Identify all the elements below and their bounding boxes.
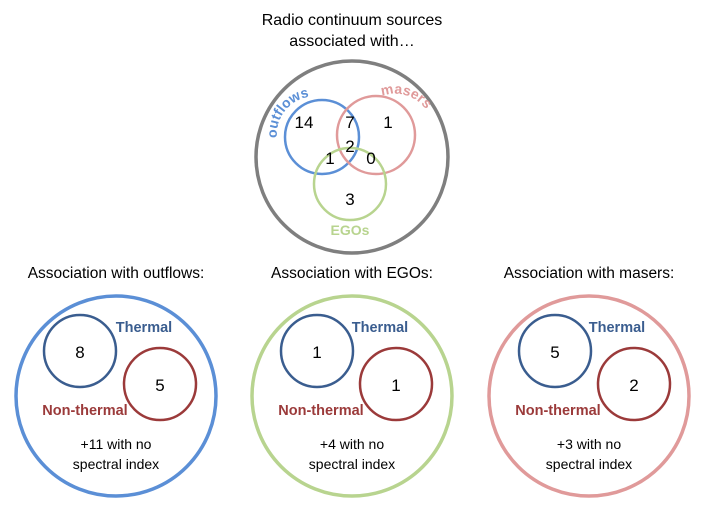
count-masers-egos: 0 bbox=[366, 149, 375, 168]
outflows-circle bbox=[283, 98, 361, 176]
non-thermal-count: 2 bbox=[629, 376, 638, 395]
no-spectral-index-note-line1: +3 with no bbox=[557, 436, 621, 452]
count-outflows-masers: 7 bbox=[345, 113, 354, 132]
egos-label: EGOs bbox=[331, 222, 370, 238]
panel-egos: Association with EGOs: 1 1 Thermal Non-t… bbox=[250, 265, 454, 498]
no-spectral-index-note-line2: spectral index bbox=[73, 456, 159, 472]
thermal-label: Thermal bbox=[116, 320, 172, 336]
no-spectral-index-note-line1: +11 with no bbox=[81, 436, 152, 452]
no-spectral-index-note-line1: +4 with no bbox=[320, 436, 384, 452]
panel-outer-circle bbox=[250, 294, 454, 498]
count-egos-only: 3 bbox=[345, 190, 354, 209]
no-spectral-index-note-line2: spectral index bbox=[309, 456, 395, 472]
thermal-label: Thermal bbox=[352, 320, 408, 336]
non-thermal-count: 1 bbox=[391, 376, 400, 395]
panel-outflows: Association with outflows: 8 5 Thermal N… bbox=[14, 265, 218, 498]
non-thermal-label: Non-thermal bbox=[278, 403, 363, 419]
count-outflows-egos: 1 bbox=[325, 149, 334, 168]
non-thermal-count: 5 bbox=[155, 376, 164, 395]
thermal-circle bbox=[279, 313, 355, 389]
no-spectral-index-note-line2: spectral index bbox=[546, 456, 632, 472]
panel-outer-circle bbox=[487, 294, 691, 498]
non-thermal-label: Non-thermal bbox=[515, 403, 600, 419]
non-thermal-label: Non-thermal bbox=[42, 403, 127, 419]
non-thermal-circle bbox=[122, 346, 198, 422]
non-thermal-circle bbox=[596, 346, 672, 422]
venn-outer-circle bbox=[254, 59, 450, 255]
thermal-count: 5 bbox=[550, 343, 559, 362]
thermal-count: 1 bbox=[312, 343, 321, 362]
venn-title-line2: associated with… bbox=[289, 33, 414, 50]
panel-title: Association with masers: bbox=[504, 265, 675, 282]
thermal-count: 8 bbox=[75, 343, 84, 362]
non-thermal-circle bbox=[358, 346, 434, 422]
panel-masers: Association with masers: 5 2 Thermal Non… bbox=[487, 265, 691, 498]
thermal-label: Thermal bbox=[589, 320, 645, 336]
venn-diagram: Radio continuum sources associated with…… bbox=[254, 12, 450, 255]
thermal-circle bbox=[42, 313, 118, 389]
panel-outer-circle bbox=[14, 294, 218, 498]
egos-circle bbox=[312, 146, 388, 222]
thermal-circle bbox=[517, 313, 593, 389]
venn-title-line1: Radio continuum sources bbox=[262, 12, 443, 29]
count-masers-only: 1 bbox=[383, 113, 392, 132]
count-outflows-only: 14 bbox=[295, 113, 314, 132]
panel-title: Association with EGOs: bbox=[271, 265, 433, 282]
masers-circle bbox=[335, 94, 417, 176]
count-all-three: 2 bbox=[345, 137, 354, 156]
panel-title: Association with outflows: bbox=[28, 265, 205, 282]
